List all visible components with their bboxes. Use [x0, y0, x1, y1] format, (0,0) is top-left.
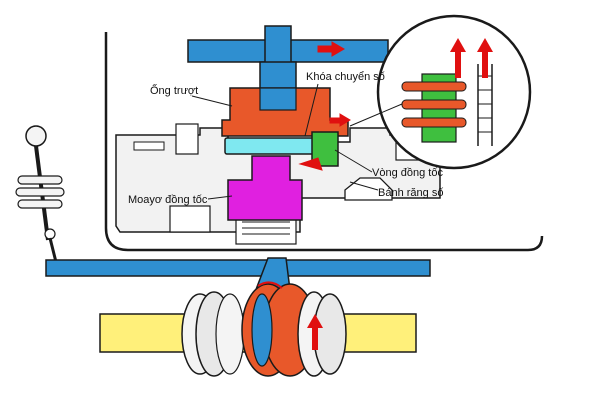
right-gear — [297, 291, 347, 377]
leader-lines — [191, 83, 379, 200]
label-shifting-key: Khóa chuyển số — [306, 71, 385, 83]
hub-part — [227, 155, 303, 221]
label-sleeve: Ống trượt — [150, 83, 198, 97]
label-gear: Bánh răng số — [378, 187, 443, 199]
push-arrow-icon — [298, 41, 351, 171]
detail-zoom-circle — [349, 14, 532, 170]
label-synchronizer-ring: Vòng đồng tốc — [372, 167, 443, 179]
gear-lever-icon — [15, 125, 65, 263]
label-hub: Moayơ đồng tốc — [128, 194, 208, 206]
left-gear — [181, 291, 245, 377]
sleeve-part — [221, 87, 349, 137]
